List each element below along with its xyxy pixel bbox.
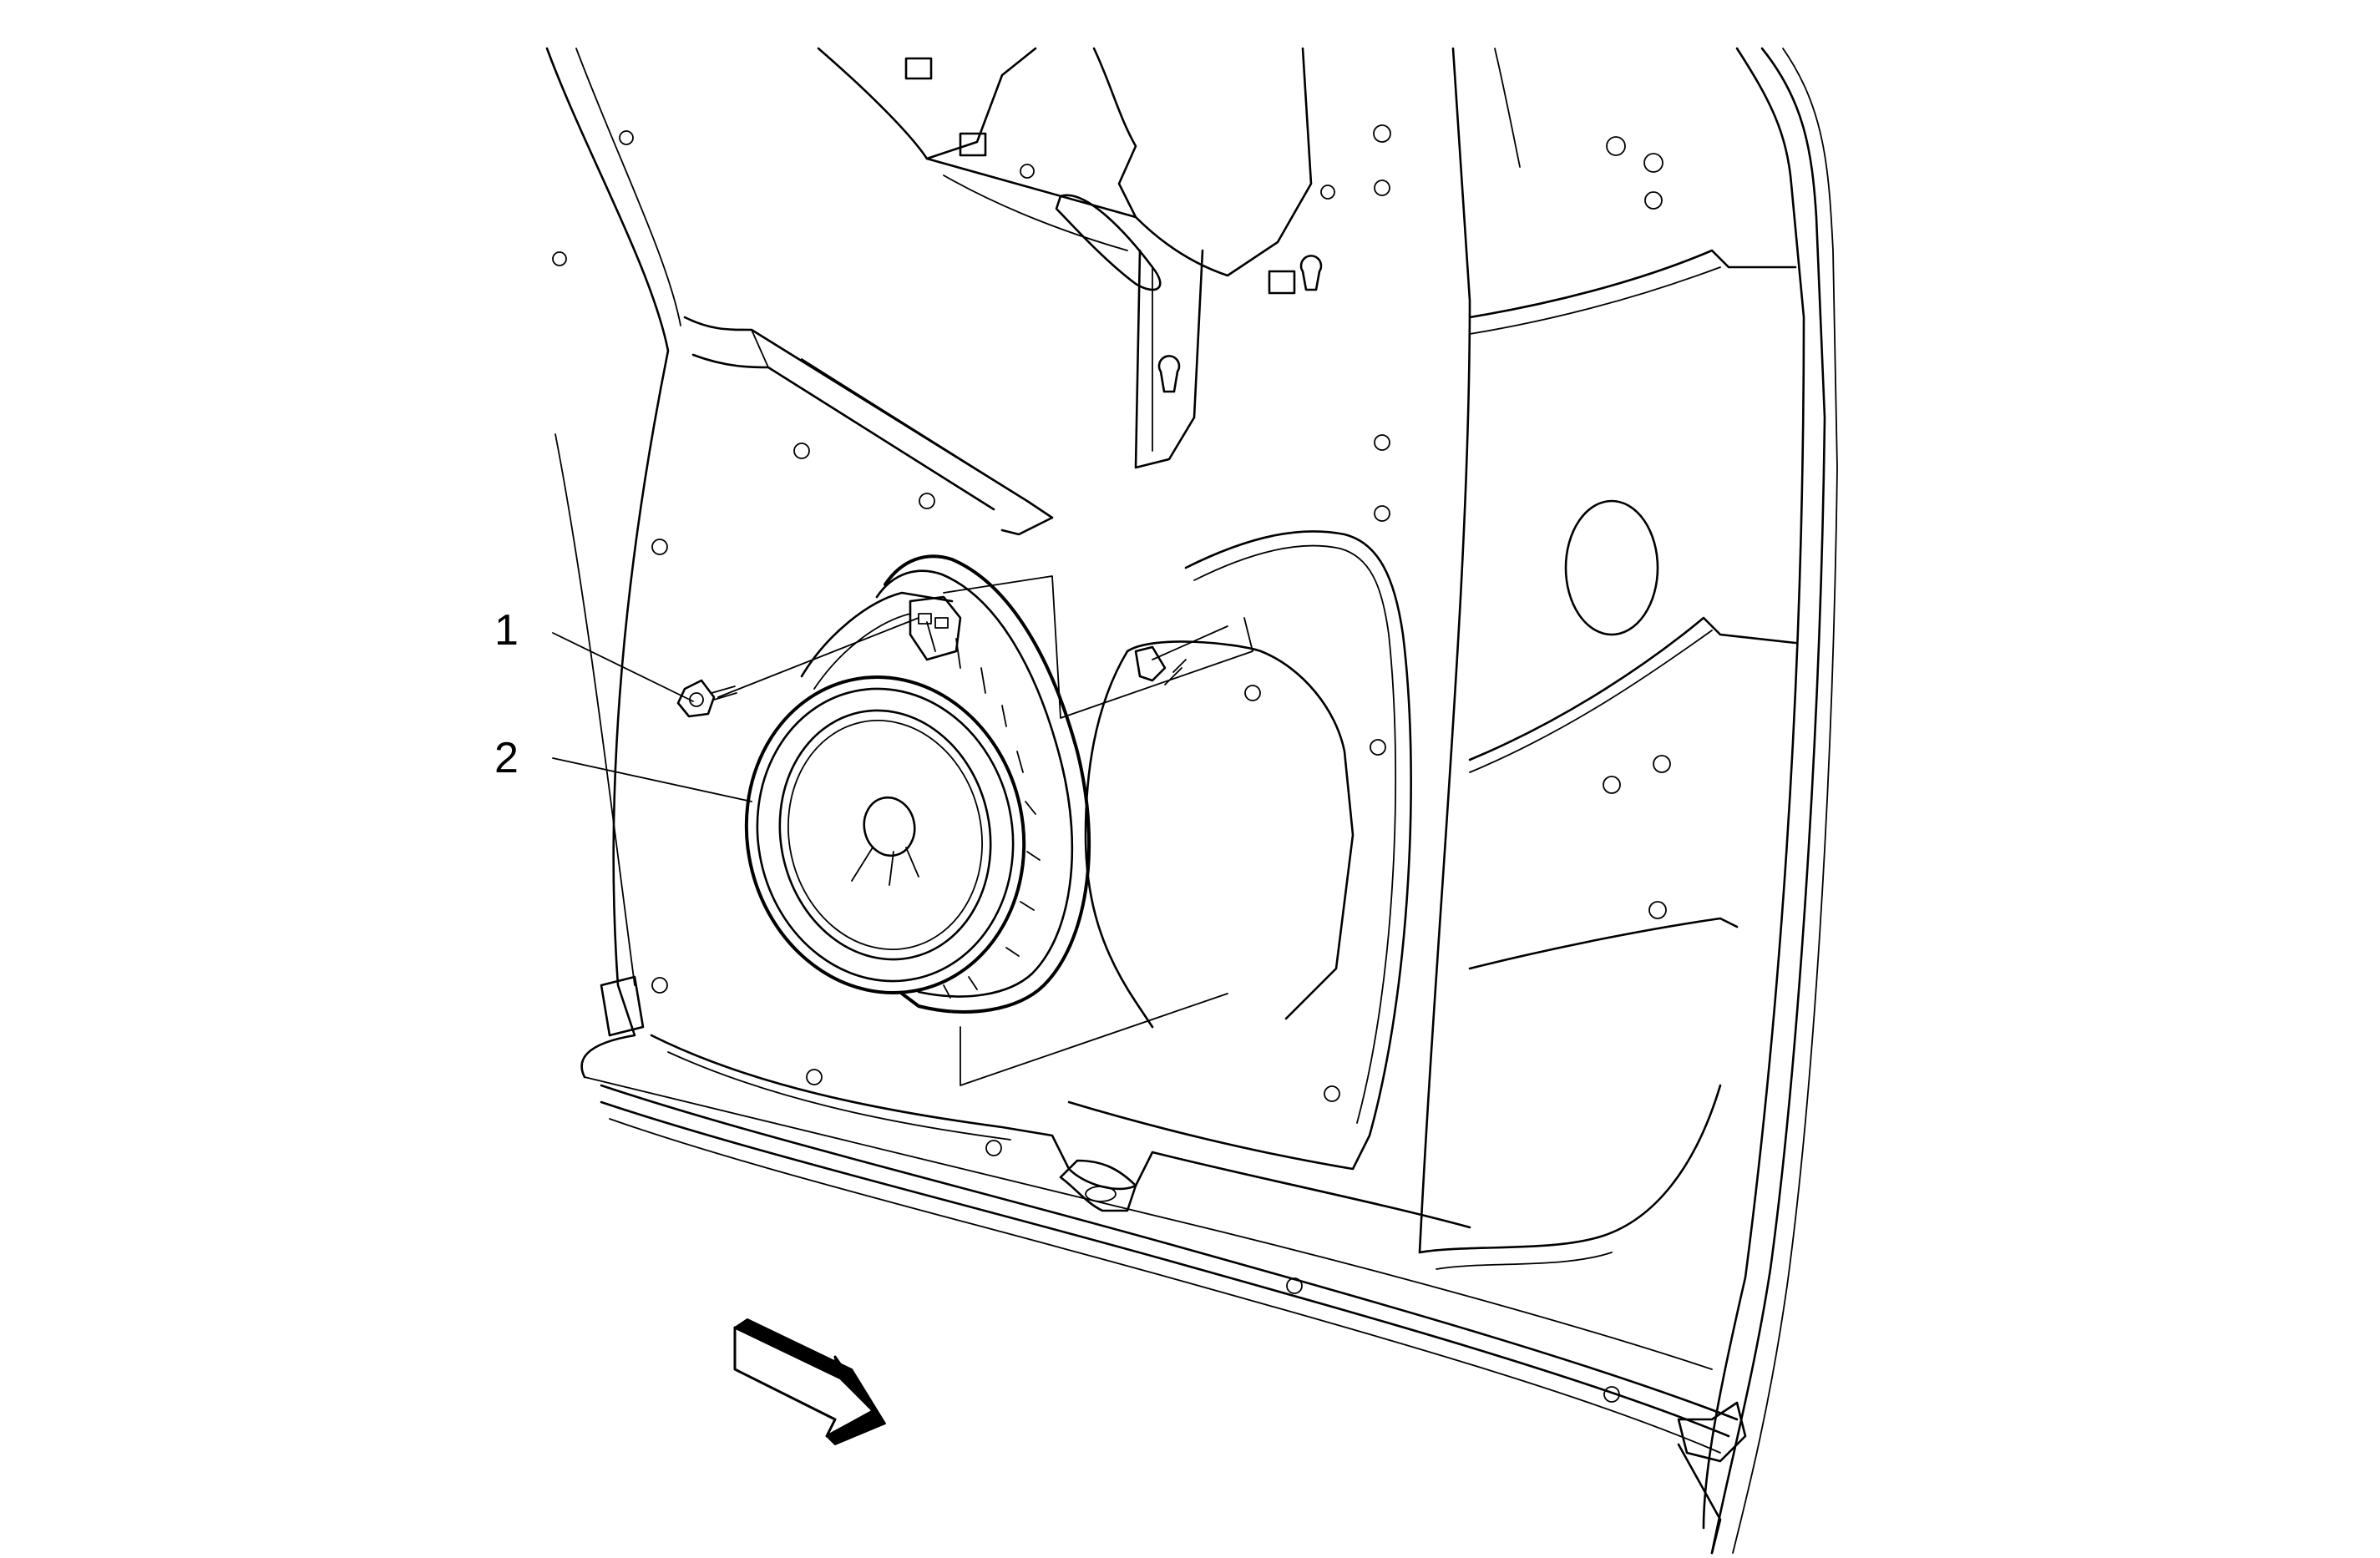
door-inner-panel bbox=[545, 47, 1838, 1555]
callout-lines bbox=[552, 575, 1253, 1086]
door-speaker bbox=[744, 554, 1091, 1014]
speaker-screw bbox=[676, 679, 737, 718]
callout-2-label: 2 bbox=[494, 734, 519, 782]
harness-connector bbox=[1134, 625, 1228, 685]
forward-arrow-icon bbox=[733, 1318, 886, 1445]
callout-1-label: 1 bbox=[494, 606, 519, 655]
